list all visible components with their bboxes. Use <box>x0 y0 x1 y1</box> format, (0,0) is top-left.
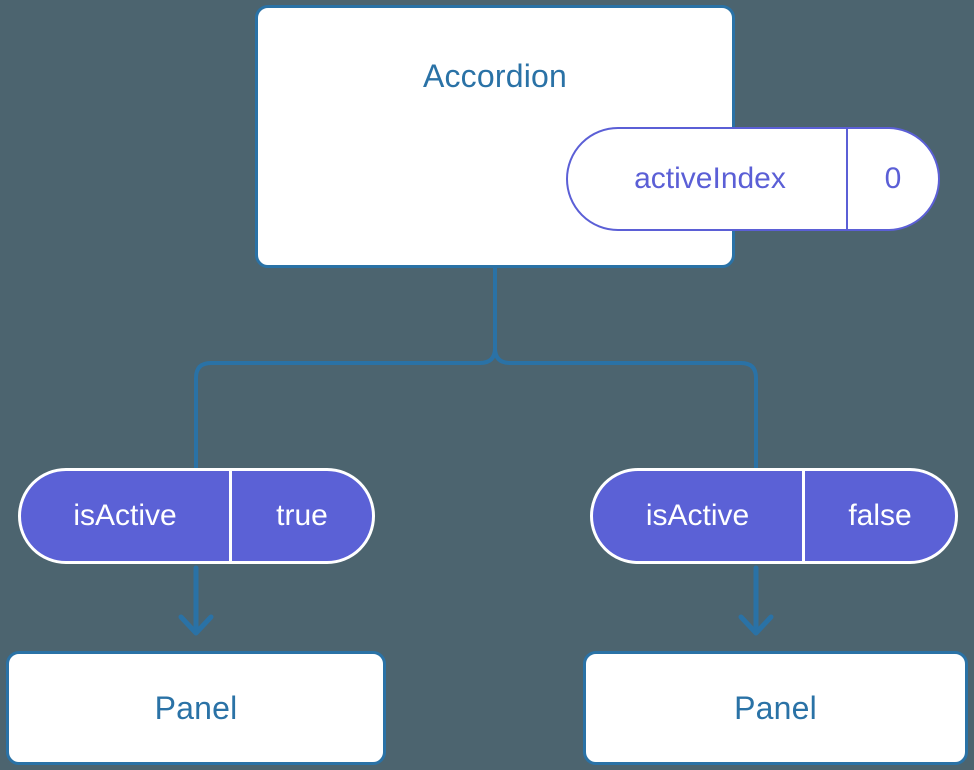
accordion-title: Accordion <box>422 58 568 94</box>
panel-component-card-left: Panel <box>6 651 386 765</box>
accordion-component-card: Accordion activeIndex 0 <box>255 5 940 268</box>
prop-badge-right: isActive false <box>590 468 958 564</box>
arrow-left-pill-to-panel <box>178 565 214 636</box>
accordion-state-badge: activeIndex 0 <box>566 127 940 231</box>
panel-title-right: Panel <box>734 689 817 726</box>
arrow-right-pill-to-panel <box>738 565 774 636</box>
prop-badge-left-value: true <box>276 499 328 532</box>
panel-component-card-right: Panel <box>583 651 968 765</box>
accordion-state-key: activeIndex <box>568 129 848 229</box>
prop-badge-right-value: false <box>848 499 912 532</box>
accordion-state-value: 0 <box>884 162 902 195</box>
panel-title-left: Panel <box>154 689 238 726</box>
prop-badge-left: isActive true <box>18 468 375 564</box>
connector-root-to-left-pill <box>194 266 497 470</box>
prop-badge-left-key: isActive <box>21 471 232 561</box>
prop-badge-right-key: isActive <box>593 471 805 561</box>
connector-root-to-right-pill <box>493 266 758 470</box>
